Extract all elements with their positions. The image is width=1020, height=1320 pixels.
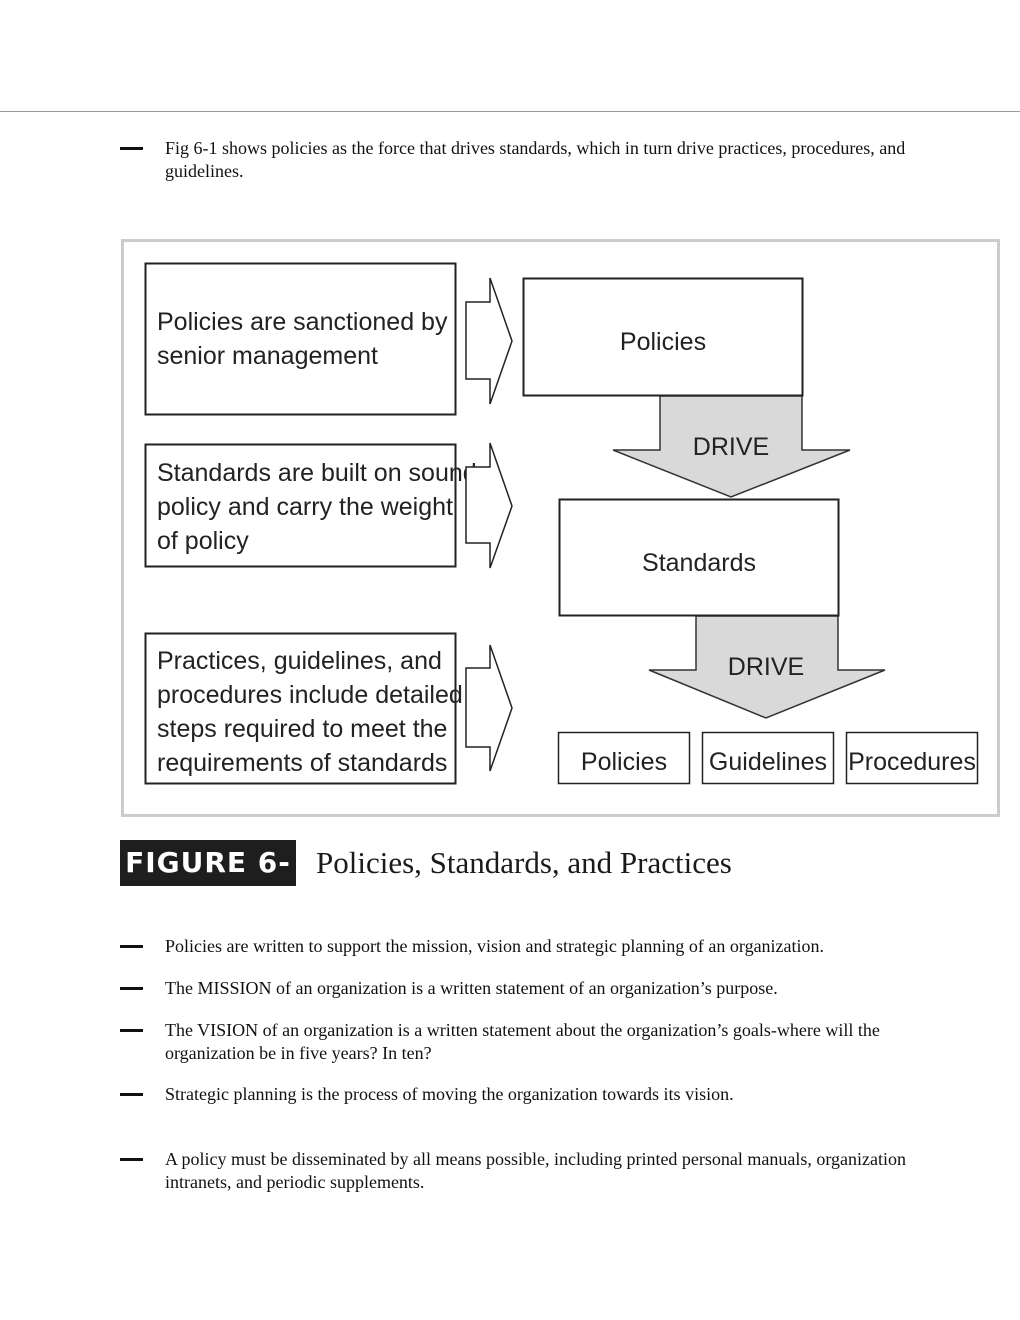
- right-arrow-icon: [465, 442, 513, 569]
- right-arrow-icon: [465, 277, 513, 405]
- right-arrow-icon: [465, 644, 513, 772]
- dash-bullet-icon: [120, 147, 143, 150]
- policies-label: Policies: [620, 328, 706, 356]
- bottom-box-label: Guidelines: [709, 748, 827, 776]
- box-text-line: Standards are built on sound: [157, 459, 477, 487]
- bullet-text: A policy must be disseminated by all mea…: [165, 1149, 907, 1192]
- figure-diagram: Policies are sanctioned by senior manage…: [121, 239, 1000, 817]
- dash-bullet-icon: [120, 987, 143, 990]
- figure-title: Policies, Standards, and Practices: [316, 845, 732, 880]
- bullet-text: The VISION of an organization is a writt…: [165, 1020, 880, 1063]
- box-text-line: of policy: [157, 527, 249, 555]
- box-text-line: policy and carry the weight: [157, 493, 453, 521]
- standards-box: [558, 498, 840, 617]
- box-text-line: steps required to meet the: [157, 715, 447, 743]
- bullet-text: The MISSION of an organization is a writ…: [165, 978, 778, 998]
- bottom-box-label: Policies: [581, 748, 667, 776]
- drive-arrow-icon: [648, 615, 886, 719]
- box-text-line: requirements of standards: [157, 749, 447, 777]
- bullet-text: Fig 6-1 shows policies as the force that…: [165, 138, 906, 181]
- drive-label: DRIVE: [693, 433, 769, 461]
- box-text-line: Practices, guidelines, and: [157, 647, 442, 675]
- bottom-box-guidelines: [701, 731, 835, 785]
- drive-arrow-icon: [612, 395, 851, 498]
- dash-bullet-icon: [120, 945, 143, 948]
- standards-label: Standards: [642, 549, 756, 577]
- drive-label: DRIVE: [728, 653, 804, 681]
- left-box-standards: Standards are built on sound policy and …: [144, 443, 477, 568]
- left-box-policies: Policies are sanctioned by senior manage…: [144, 262, 457, 416]
- box-text-line: Policies are sanctioned by: [157, 308, 448, 336]
- bullet-text: Strategic planning is the process of mov…: [165, 1084, 734, 1104]
- bottom-box-procedures: [845, 731, 979, 785]
- bullet-text: Policies are written to support the miss…: [165, 936, 825, 956]
- dash-bullet-icon: [120, 1093, 143, 1096]
- bottom-box-label: Procedures: [848, 748, 976, 776]
- box-text-line: senior management: [157, 342, 378, 370]
- box-text-line: procedures include detailed: [157, 681, 463, 709]
- dash-bullet-icon: [120, 1029, 143, 1032]
- dash-bullet-icon: [120, 1158, 143, 1161]
- figure-label: FIGURE 6-1: [120, 840, 296, 925]
- policies-box: [522, 277, 804, 397]
- bottom-box-policies: [557, 731, 691, 785]
- header-rule: [0, 111, 1020, 112]
- left-box-practices: Practices, guidelines, and procedures in…: [144, 632, 463, 785]
